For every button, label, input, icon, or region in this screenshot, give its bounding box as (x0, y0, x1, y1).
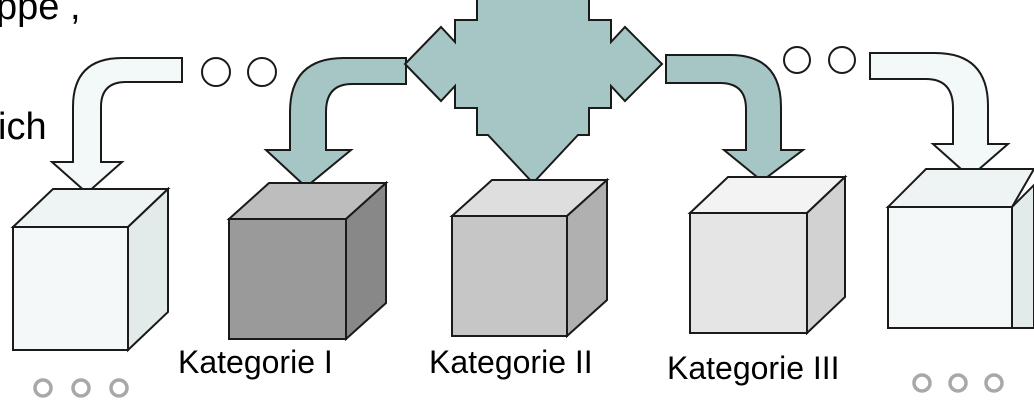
cube-kategorie-1 (226, 180, 389, 342)
right-curved-arrow (665, 54, 806, 183)
top-partial-text: ppe , (0, 0, 81, 28)
circle-dot-icon (247, 57, 277, 87)
circle-dot-icon (783, 46, 811, 74)
circle-dot-icon (984, 373, 1004, 393)
left-curved-arrow (263, 57, 407, 189)
circle-dot-icon (201, 57, 231, 87)
far-left-curved-arrow (49, 57, 183, 195)
cube-kategorie-2 (449, 177, 610, 339)
left-partial-text: ich (0, 106, 47, 148)
circle-dot-icon (912, 373, 932, 393)
four-way-arrow (403, 0, 664, 185)
label-kategorie-2: Kategorie II (429, 344, 593, 380)
label-kategorie-1: Kategorie I (178, 344, 333, 380)
label-kategorie-3: Kategorie III (667, 350, 840, 386)
far-right-curved-arrow (869, 52, 1011, 179)
cube-far-right (885, 168, 1034, 329)
circle-dot-icon (948, 373, 968, 393)
cube-far-left (10, 186, 171, 353)
circle-dot-icon (828, 46, 856, 74)
cube-kategorie-3 (687, 174, 848, 336)
circle-dot-icon (109, 378, 129, 398)
circle-dot-icon (71, 378, 91, 398)
circle-dot-icon (33, 378, 53, 398)
